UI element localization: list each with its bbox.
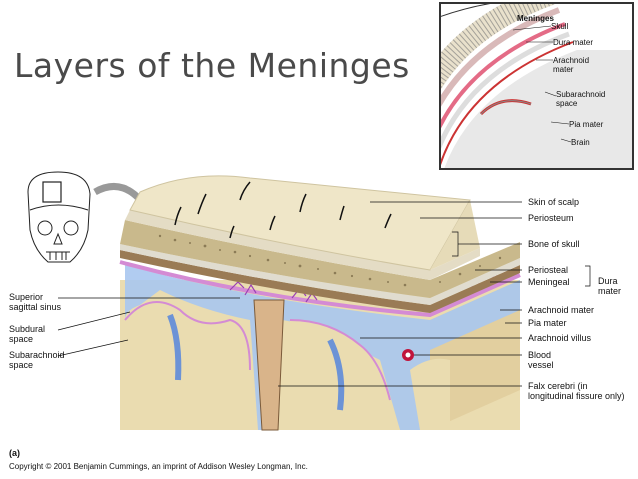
inset-illustration [441,4,632,168]
label-superior-sagittal-sinus: Superior sagittal sinus [9,292,62,312]
slide-title: Layers of the Meninges [14,46,410,85]
inset-title: Meninges [517,14,554,23]
inset-label-pia: Pia mater [569,120,604,129]
label-periosteum: Periosteum [528,213,574,223]
label-pia-mater: Pia mater [528,318,567,328]
label-arachnoid-villus: Arachnoid villus [528,333,592,343]
label-bone-of-skull: Bone of skull [528,239,580,249]
copyright-notice: Copyright © 2001 Benjamin Cummings, an i… [9,462,308,471]
label-meningeal: Meningeal [528,277,570,287]
label-periosteal: Periosteal [528,265,569,275]
inset-label-dura: Dura mater [553,38,594,47]
label-skin-of-scalp: Skin of scalp [528,197,580,207]
inset-label-arachnoid: Arachnoid mater [553,56,590,74]
label-subdural-space: Subdural space [9,324,46,344]
label-arachnoid-mater: Arachnoid mater [528,305,595,315]
label-subarachnoid-space: Subarachnoid space [9,350,65,370]
panel-label: (a) [9,448,20,458]
meninges-cross-section [27,171,591,431]
meninges-inset: Meninges Skull Dura mater Arachnoid mate… [439,2,634,170]
label-blood-vessel: Blood vessel [528,350,554,370]
skull-head-icon [27,171,91,263]
inset-label-brain: Brain [571,138,590,147]
label-dura-mater: Dura mater [598,276,622,296]
label-falx-cerebri: Falx cerebri (in longitudinal fissure on… [528,381,625,401]
inset-label-subarachnoid: Subarachnoid space [556,90,606,108]
inset-label-skull: Skull [551,22,569,31]
